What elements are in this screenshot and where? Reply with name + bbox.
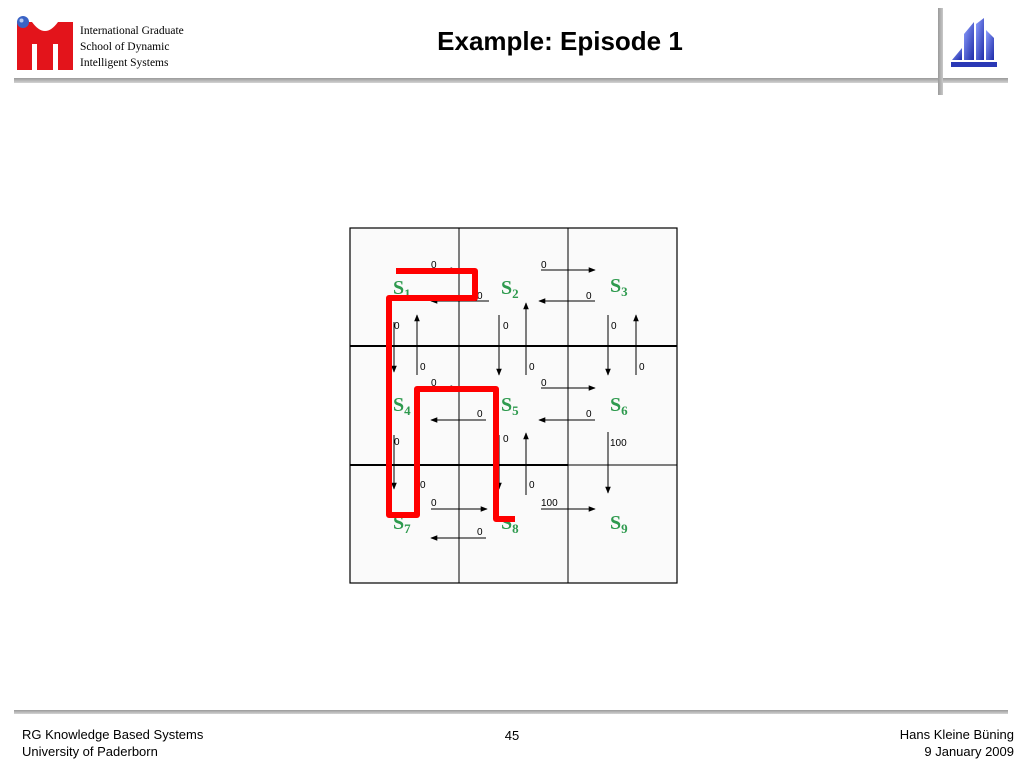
diagram-background [349,227,678,584]
reward-s6-s3: 0 [639,362,645,373]
footer-group-name: RG Knowledge Based Systems [22,727,204,742]
reward-s3-s2: 0 [586,291,592,302]
state-s9: S9 [610,512,628,536]
state-s4: S4 [393,394,411,418]
reward-s5-s2: 0 [529,362,535,373]
page-number: 45 [504,728,520,743]
footer-right: Hans Kleine Büning 9 January 2009 [900,726,1014,760]
footer-university: University of Paderborn [22,744,158,759]
reward-s6-s5: 0 [586,409,592,420]
state-s3: S3 [610,275,628,299]
reward-s5-s4: 0 [477,409,483,420]
slide-title: Example: Episode 1 [437,26,683,56]
footer-author: Hans Kleine Büning [899,727,1014,742]
reward-s4-s7: 0 [394,437,400,448]
reward-s6-s9: 100 [610,438,627,449]
igs-logo [17,16,73,70]
reward-s7-s8: 0 [431,498,437,509]
reward-s5-s8: 0 [503,434,509,445]
footer-date: 9 January 2009 [924,744,1014,759]
footer-left: RG Knowledge Based Systems University of… [22,726,203,760]
school-line-2: School of Dynamic [80,41,170,53]
state-s2: S2 [501,277,519,301]
reward-s8-s9: 100 [541,498,558,509]
reward-s2-s1: 0 [477,291,483,302]
state-s8: S8 [501,512,519,536]
header-divider [14,78,1008,83]
state-s6: S6 [610,394,628,418]
reward-s1-s4: 0 [394,321,400,332]
university-logo [951,18,997,67]
school-name: International Graduate School of Dynamic… [80,23,184,71]
reward-s7-s4: 0 [420,480,426,491]
school-line-3: Intelligent Systems [80,57,169,69]
reward-s1-s2: 0 [431,260,437,271]
header-vertical-bar [938,8,943,95]
reward-s2-s5: 0 [503,321,509,332]
grid-world-diagram: 0 0 0 0 0 0 0 0 0 0 0 0 0 0 0 0 0 0 100 … [349,227,678,584]
reward-s4-s1: 0 [420,362,426,373]
reward-s8-s5: 0 [529,480,535,491]
reward-s8-s7: 0 [477,527,483,538]
footer-divider [14,710,1008,714]
state-s7: S7 [393,512,411,536]
episode-path [386,268,515,522]
state-s5: S5 [501,394,519,418]
reward-s4-s5: 0 [431,378,437,389]
school-line-1: International Graduate [80,25,184,37]
reward-s5-s6: 0 [541,378,547,389]
reward-s3-s6: 0 [611,321,617,332]
state-s1: S1 [393,277,411,301]
reward-s2-s3: 0 [541,260,547,271]
